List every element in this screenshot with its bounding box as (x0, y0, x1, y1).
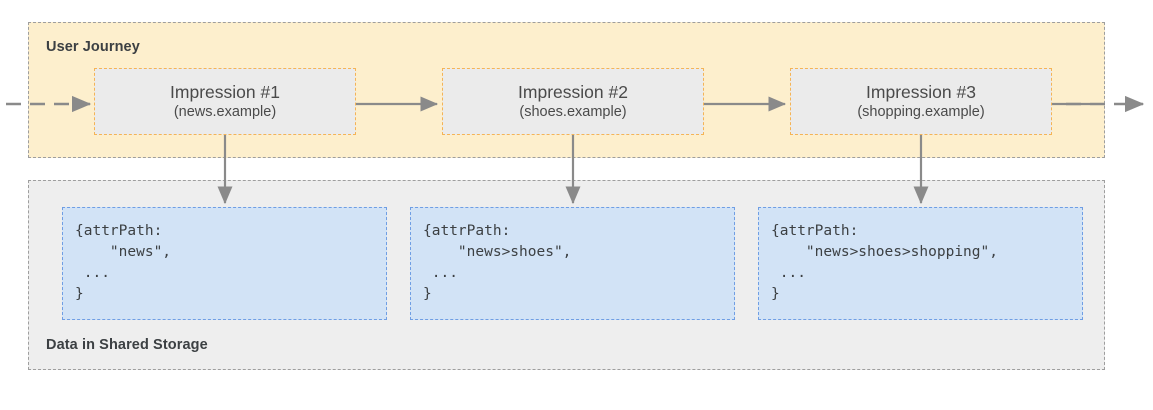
shared-storage-label: Data in Shared Storage (46, 337, 208, 353)
impression-title: Impression #1 (170, 82, 280, 103)
impression-title: Impression #3 (866, 82, 976, 103)
impression-title: Impression #2 (518, 82, 628, 103)
impression-box-2[interactable]: Impression #2 (shoes.example) (442, 68, 704, 135)
impression-subtitle: (shopping.example) (857, 103, 985, 120)
storage-code-block-3: {attrPath: "news>shoes>shopping", ... } (758, 207, 1083, 320)
impression-subtitle: (shoes.example) (519, 103, 627, 120)
impression-box-3[interactable]: Impression #3 (shopping.example) (790, 68, 1052, 135)
impression-box-1[interactable]: Impression #1 (news.example) (94, 68, 356, 135)
storage-code-block-1: {attrPath: "news", ... } (62, 207, 387, 320)
user-journey-label: User Journey (46, 39, 140, 55)
impression-subtitle: (news.example) (173, 103, 277, 120)
storage-code-block-2: {attrPath: "news>shoes", ... } (410, 207, 735, 320)
